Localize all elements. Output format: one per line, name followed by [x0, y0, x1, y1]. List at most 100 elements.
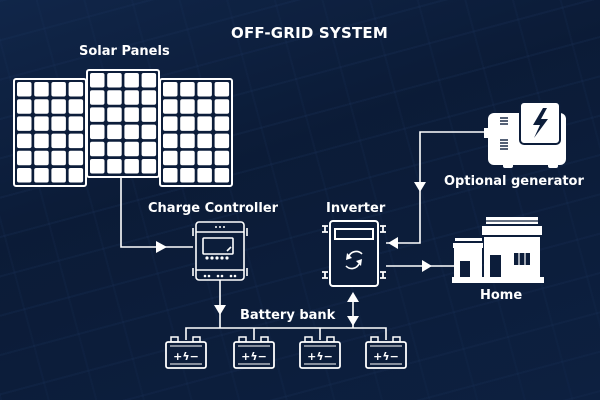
solar-panel-center — [86, 69, 160, 178]
solar-cell — [180, 168, 195, 183]
arrow-up-to-inverter — [347, 292, 359, 302]
arrow-down-to-battery-bidir — [347, 316, 359, 326]
solar-cell — [17, 168, 32, 183]
solar-cell — [197, 99, 212, 114]
solar-cell — [214, 133, 230, 149]
solar-cell — [180, 150, 195, 166]
solar-cell — [90, 159, 105, 174]
page-title: OFF-GRID SYSTEM — [231, 24, 388, 42]
solar-cell — [124, 90, 139, 105]
solar-cell — [90, 141, 105, 157]
solar-cell — [17, 82, 32, 97]
arrow-into-inverter — [388, 237, 398, 249]
solar-cell — [51, 168, 66, 183]
solar-cell — [68, 99, 84, 114]
solar-cell — [34, 168, 49, 183]
line-panels-to-controller — [120, 177, 193, 248]
solar-cell — [17, 99, 32, 114]
solar-panels-label: Solar Panels — [79, 44, 170, 59]
arrow-into-home — [422, 260, 432, 272]
svg-text:+ϟ−: +ϟ− — [241, 350, 267, 363]
solar-cell — [124, 159, 139, 174]
battery-icon: +ϟ− — [165, 336, 207, 369]
svg-text:+ϟ−: +ϟ− — [173, 350, 199, 363]
solar-cell — [141, 90, 157, 105]
solar-cell — [107, 73, 122, 88]
solar-cell — [197, 116, 212, 131]
solar-cell — [163, 82, 178, 97]
solar-cell — [214, 82, 230, 97]
arrow-down-generator-line — [414, 182, 426, 192]
solar-cell — [124, 107, 139, 122]
solar-cell — [51, 116, 66, 131]
solar-cell — [180, 116, 195, 131]
home-label: Home — [480, 288, 523, 303]
generator-label: Optional generator — [444, 174, 584, 189]
solar-cell — [34, 99, 49, 114]
generator-icon — [484, 101, 566, 168]
solar-cell — [51, 99, 66, 114]
solar-cell — [107, 159, 122, 174]
solar-cell — [34, 133, 49, 149]
solar-cell — [68, 82, 84, 97]
solar-cell — [214, 150, 230, 166]
svg-text:+ϟ−: +ϟ− — [373, 350, 399, 363]
solar-cell — [17, 133, 32, 149]
solar-cell — [107, 90, 122, 105]
battery-bus — [185, 327, 387, 340]
solar-cell — [107, 124, 122, 140]
solar-cell — [124, 141, 139, 157]
solar-cell — [197, 82, 212, 97]
solar-cell — [90, 124, 105, 140]
battery-icon: +ϟ− — [299, 336, 341, 369]
solar-cell — [68, 116, 84, 131]
solar-cell — [180, 99, 195, 114]
solar-cell — [141, 124, 157, 140]
arrow-into-controller — [156, 241, 167, 253]
solar-cell — [141, 73, 157, 88]
arrowheads — [156, 182, 432, 326]
battery-bank: +ϟ− +ϟ− +ϟ− +ϟ− — [165, 336, 407, 369]
solar-cell — [51, 133, 66, 149]
solar-panels — [13, 69, 233, 187]
svg-text:+ϟ−: +ϟ− — [307, 350, 333, 363]
solar-cell — [180, 82, 195, 97]
solar-cell — [34, 82, 49, 97]
solar-cell — [163, 116, 178, 131]
solar-cell — [163, 133, 178, 149]
solar-cell — [214, 116, 230, 131]
solar-cell — [141, 141, 157, 157]
solar-cell — [90, 107, 105, 122]
solar-cell — [180, 133, 195, 149]
solar-cell — [141, 107, 157, 122]
solar-cell — [197, 150, 212, 166]
arrow-down-to-battery — [214, 305, 226, 315]
solar-cell — [68, 133, 84, 149]
solar-cell — [17, 116, 32, 131]
charge-controller-label: Charge Controller — [148, 201, 279, 216]
solar-cell — [34, 150, 49, 166]
solar-cell — [68, 150, 84, 166]
solar-cell — [17, 150, 32, 166]
solar-cell — [214, 99, 230, 114]
inverter-label: Inverter — [326, 201, 386, 216]
solar-cell — [90, 90, 105, 105]
solar-cell — [197, 133, 212, 149]
solar-cell — [163, 168, 178, 183]
house-icon — [452, 217, 544, 283]
battery-icon: +ϟ− — [365, 336, 407, 369]
solar-cell — [90, 73, 105, 88]
solar-cell — [51, 82, 66, 97]
solar-cell — [68, 168, 84, 183]
solar-cell — [51, 150, 66, 166]
solar-cell — [107, 141, 122, 157]
solar-cell — [214, 168, 230, 183]
solar-cell — [163, 150, 178, 166]
battery-icon: +ϟ− — [233, 336, 275, 369]
solar-cell — [124, 73, 139, 88]
solar-cell — [197, 168, 212, 183]
battery-bank-label: Battery bank — [240, 308, 336, 323]
charge-controller-icon — [192, 221, 248, 281]
